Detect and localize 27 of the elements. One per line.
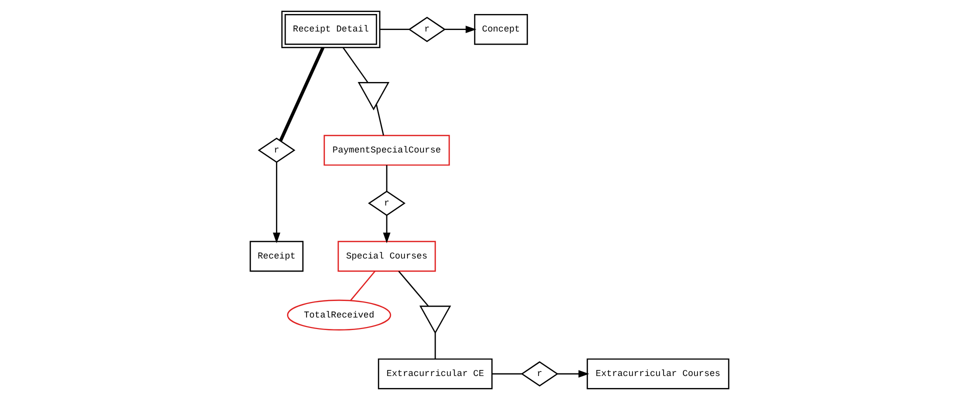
node-triangle	[358, 82, 390, 110]
node-box: Receipt Detail	[281, 10, 380, 48]
node-box: Special Courses	[338, 240, 436, 272]
node-diamond: r	[368, 190, 406, 216]
connector	[492, 373, 522, 374]
node-box: Concept	[474, 14, 528, 45]
node-box: Extracurricular Courses	[586, 358, 730, 390]
connector	[376, 104, 384, 136]
arrow	[272, 162, 280, 244]
node-diamond: r	[520, 361, 558, 387]
node-diamond: r	[258, 138, 296, 163]
node-diamond: r	[408, 16, 446, 42]
node-box: Extracurricular CE	[378, 358, 493, 390]
connector	[350, 270, 376, 301]
connector	[342, 47, 368, 83]
connector	[434, 333, 436, 359]
node-box: Receipt	[250, 240, 304, 272]
connector	[380, 28, 410, 30]
arrow	[383, 215, 390, 244]
connector	[279, 46, 324, 142]
node-triangle	[419, 306, 452, 334]
node-ellipse: TotalReceived	[287, 300, 392, 330]
node-box: PaymentSpecialCourse	[324, 134, 450, 166]
arrow	[557, 370, 590, 378]
connector	[386, 165, 388, 192]
connector	[398, 270, 429, 307]
arrow	[444, 26, 476, 34]
